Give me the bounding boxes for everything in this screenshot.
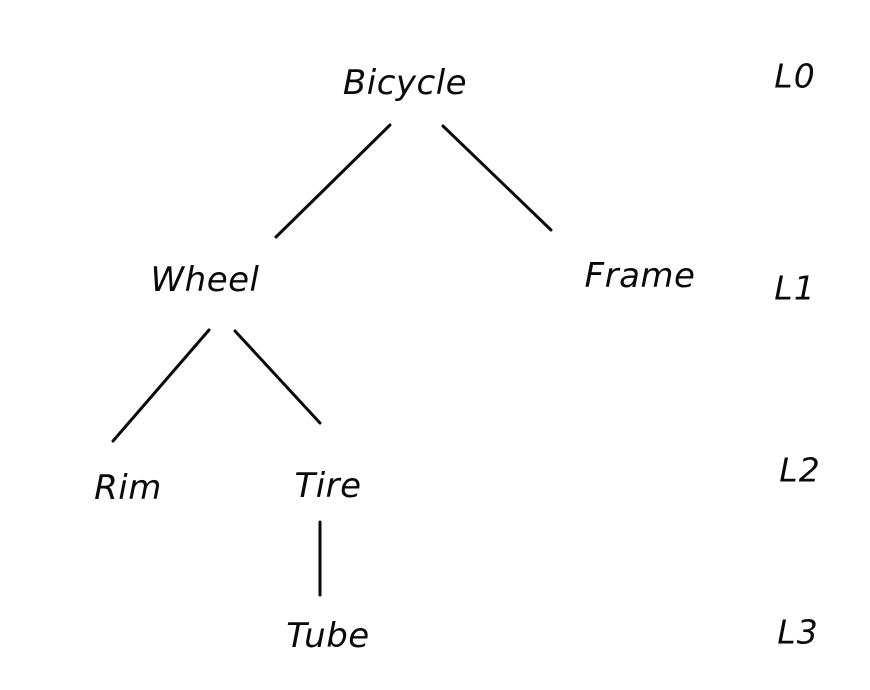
- edge-bicycle-wheel: [274, 123, 392, 239]
- edge-bicycle-frame: [441, 124, 553, 232]
- edge-wheel-rim: [111, 328, 211, 443]
- node-frame[interactable]: Frame: [584, 256, 696, 296]
- node-bicycle[interactable]: Bicycle: [342, 63, 468, 103]
- node-wheel[interactable]: Wheel: [150, 260, 260, 300]
- node-tube[interactable]: Tube: [286, 616, 370, 656]
- level-label-l2: L2: [779, 450, 821, 490]
- node-rim[interactable]: Rim: [94, 468, 162, 508]
- level-label-l1: L1: [774, 268, 816, 308]
- node-tire[interactable]: Tire: [294, 466, 362, 506]
- level-label-l0: L0: [774, 56, 816, 96]
- level-label-l3: L3: [777, 612, 819, 652]
- edge-wheel-tire: [233, 329, 322, 425]
